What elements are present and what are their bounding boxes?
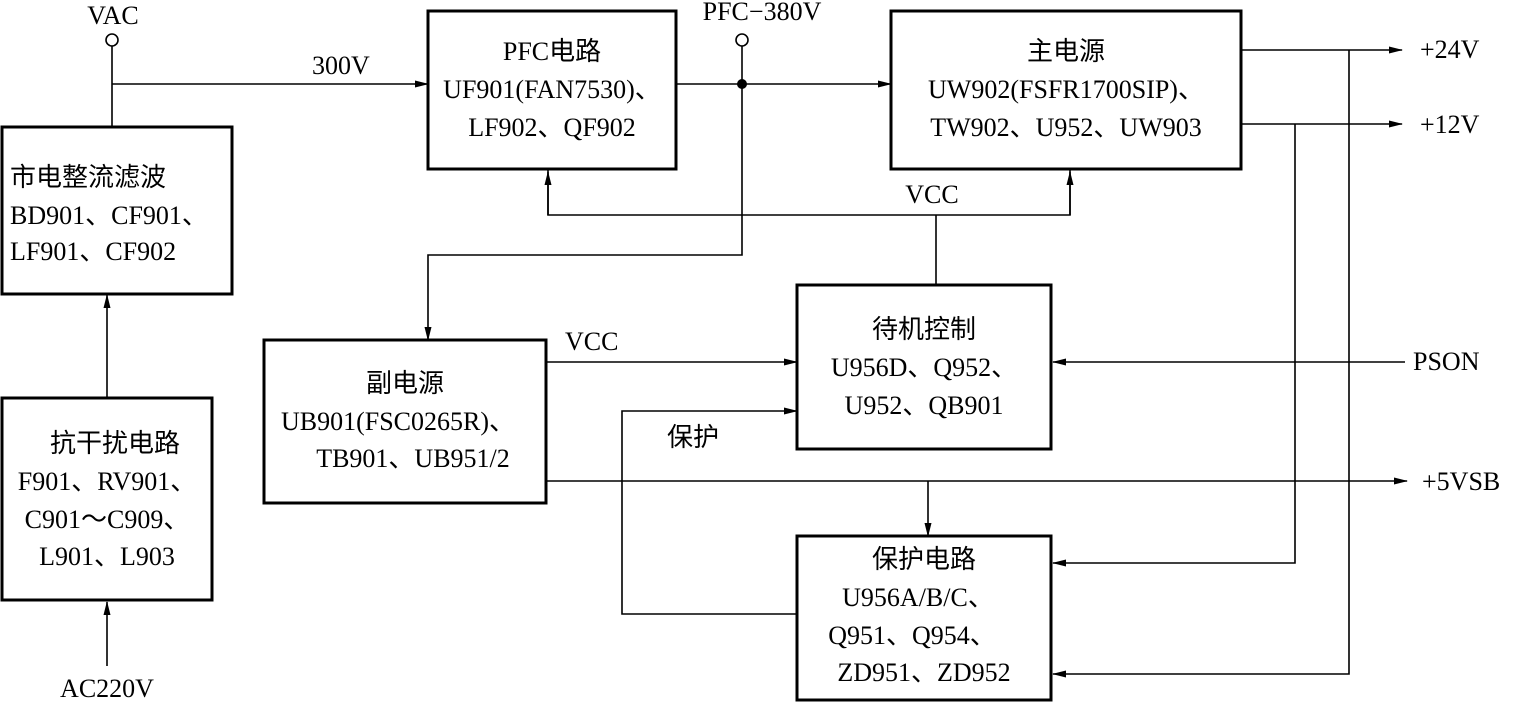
rectifier-line-1: BD901、CF901、 (10, 201, 208, 230)
junction-dot (737, 79, 747, 89)
label-ac220v: AC220V (60, 674, 154, 703)
aux-psu-title: 副电源 (366, 369, 444, 398)
block-rectifier: 市电整流滤波 BD901、CF901、 LF901、CF902 (0, 125, 234, 296)
aux-psu-line-2: TB901、UB951/2 (316, 444, 510, 473)
label-pson: PSON (1413, 347, 1480, 376)
standby-title: 待机控制 (872, 315, 976, 344)
block-aux-psu: 副电源 UB901(FSC0265R)、 TB901、UB951/2 (262, 338, 548, 505)
main-psu-title: 主电源 (1027, 37, 1105, 66)
pfc380-terminal (735, 33, 749, 47)
emi-title: 抗干扰电路 (50, 429, 180, 458)
label-5vsb: +5VSB (1422, 467, 1500, 496)
block-pfc: PFC电路 UF901(FAN7530)、 LF902、QF902 (426, 9, 678, 171)
block-emi: 抗干扰电路 F901、RV901、 C901～C909、 L901、L903 (0, 396, 214, 602)
label-vcc-top: VCC (905, 180, 958, 209)
block-standby-control: 待机控制 U956D、Q952、 U952、QB901 (795, 283, 1053, 451)
label-300v: 300V (312, 51, 370, 80)
pfc-title: PFC电路 (503, 37, 601, 66)
rectifier-title: 市电整流滤波 (10, 163, 166, 192)
emi-line-1: F901、RV901、 (18, 467, 197, 496)
label-vcc-aux: VCC (565, 327, 618, 356)
wire-protect-loop (621, 407, 798, 615)
wire-pfc380-to-aux (424, 84, 743, 341)
protection-line-1: U956A/B/C、 (842, 583, 994, 612)
label-pfc380: PFC−380V (703, 0, 822, 26)
rectifier-line-2: LF901、CF902 (10, 237, 176, 266)
main-psu-line-2: TW902、U952、UW903 (930, 113, 1202, 142)
protection-line-2: Q951、Q954、 (828, 621, 996, 650)
wire-12v-to-protection (1052, 124, 1296, 567)
main-psu-line-1: UW902(FSFR1700SIP)、 (928, 75, 1204, 104)
standby-line-1: U956D、Q952、 (831, 353, 1017, 382)
wire-24v-to-protection (1052, 50, 1350, 678)
label-12v: +12V (1420, 110, 1480, 139)
pfc-line-2: LF902、QF902 (468, 113, 636, 142)
emi-line-2: C901～C909、 (25, 505, 190, 534)
standby-line-2: U952、QB901 (845, 391, 1004, 420)
block-protection: 保护电路 U956A/B/C、 Q951、Q954、 ZD951、ZD952 (795, 534, 1053, 702)
label-24v: +24V (1420, 35, 1480, 64)
vac-terminal (105, 33, 119, 47)
block-main-psu: 主电源 UW902(FSFR1700SIP)、 TW902、U952、UW903 (889, 9, 1243, 171)
protection-line-3: ZD951、ZD952 (837, 658, 1010, 687)
emi-line-3: L901、L903 (39, 542, 175, 571)
label-protect: 保护 (667, 423, 719, 452)
aux-psu-line-1: UB901(FSC0265R)、 (281, 407, 515, 436)
protection-title: 保护电路 (872, 545, 976, 574)
pfc-line-1: UF901(FAN7530)、 (443, 75, 661, 104)
wire-vcc-bus (547, 170, 1071, 216)
wires (103, 46, 1408, 678)
label-vac: VAC (87, 1, 139, 30)
